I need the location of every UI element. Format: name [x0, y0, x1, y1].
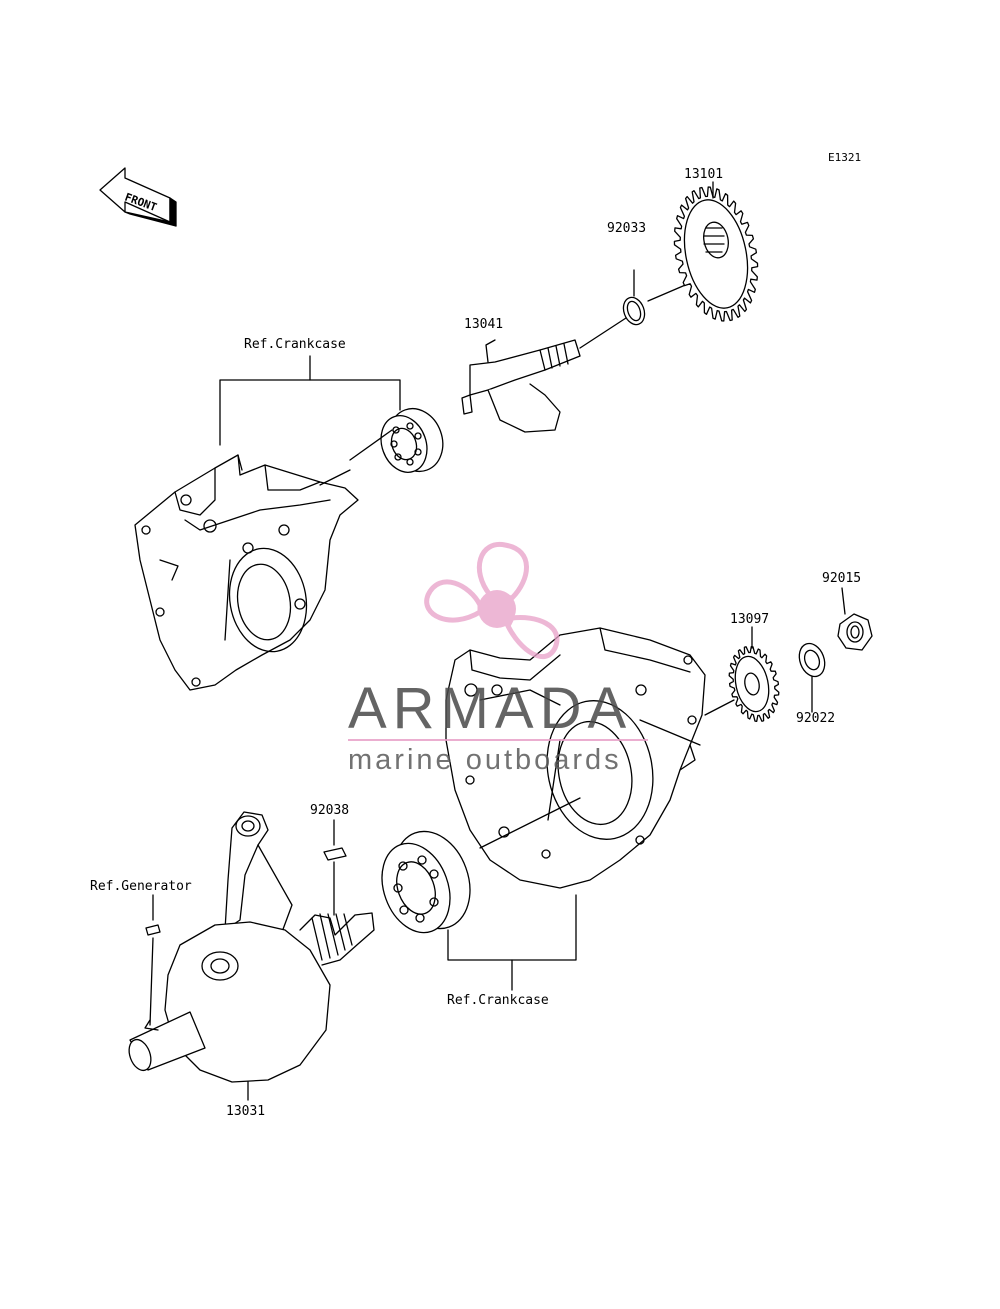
- ref-crankcase-upper-bracket: [219, 355, 401, 446]
- lower-bearing-drawing: [381, 830, 471, 934]
- ref-generator-label[interactable]: Ref.Generator: [90, 879, 192, 894]
- ref-crankcase-lower-label[interactable]: Ref.Crankcase: [447, 993, 549, 1008]
- part-label-92038[interactable]: 92038: [310, 803, 350, 818]
- part-label-13101[interactable]: 13101: [684, 167, 724, 182]
- ref-crankcase-lower-bracket: [447, 894, 577, 991]
- key-92038-drawing: [323, 819, 347, 916]
- shaft-13041-drawing: [461, 317, 627, 433]
- gear-13097-drawing: [728, 626, 780, 723]
- upper-bearing-drawing: [349, 407, 444, 473]
- part-label-92015[interactable]: 92015: [822, 571, 862, 586]
- washer-92022-drawing: [798, 642, 826, 713]
- nut-92015-drawing: [837, 587, 873, 651]
- watermark-tagline: marine outboards: [348, 744, 622, 776]
- left-crankcase-half-drawing: [134, 454, 359, 691]
- watermark-brand: ARMADA: [348, 676, 633, 741]
- part-label-13031[interactable]: 13031: [226, 1104, 266, 1119]
- circlip-92033-drawing: [622, 269, 691, 326]
- right-crankcase-half-drawing: [445, 627, 735, 889]
- crankshaft-13031-drawing: [128, 811, 375, 1101]
- watermark-divider: [348, 739, 648, 741]
- part-label-92033[interactable]: 92033: [607, 221, 647, 236]
- key-generator-drawing: [145, 894, 161, 1026]
- part-label-13041[interactable]: 13041: [464, 317, 504, 332]
- armada-propeller-logo: [424, 542, 560, 660]
- diagram-code: E1321: [828, 151, 862, 164]
- part-label-92022[interactable]: 92022: [796, 711, 836, 726]
- gear-13101-drawing: [673, 181, 759, 322]
- ref-crankcase-upper-label[interactable]: Ref.Crankcase: [244, 337, 346, 352]
- front-arrow-icon: FRONT: [99, 167, 177, 227]
- part-label-13097[interactable]: 13097: [730, 612, 770, 627]
